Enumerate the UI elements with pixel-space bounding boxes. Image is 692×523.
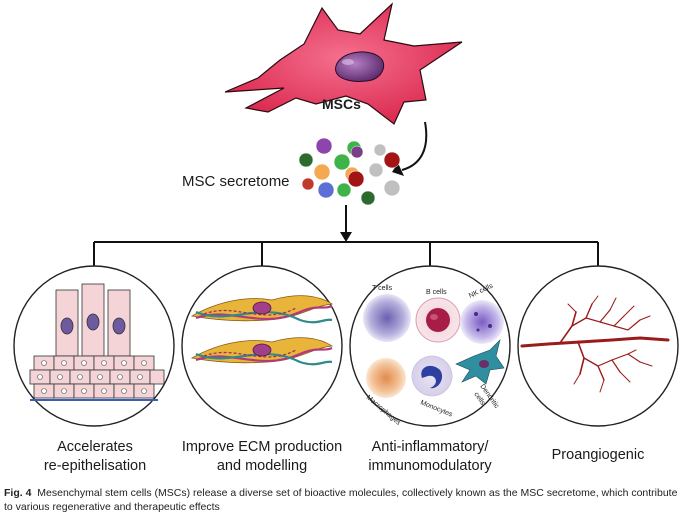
fibroblast-upper [190,295,334,324]
effect-label-line: and modelling [216,458,308,474]
panel-epithelisation [13,265,175,427]
msc-to-secretome-arrow [392,121,428,176]
panel-ecm [181,265,343,427]
effect-label-line: Improve ECM production [181,439,343,455]
figure-caption: Fig. 4 Mesenchymal stem cells (MSCs) rel… [4,486,688,514]
effect-label-immune: Anti-inflammatory/ immunomodulatory [335,438,525,476]
secretome-label: MSC secretome [182,173,290,190]
down-arrow-head [340,232,352,242]
effect-label-line: re-epithelisation [43,458,147,474]
svg-text:B cells: B cells [426,289,447,296]
effect-label-ecm: Improve ECM production and modelling [167,438,357,476]
figure-number: Fig. 4 [4,487,32,499]
effect-label-line: immunomodulatory [368,458,492,474]
panel-immune: T cells B cells NK cells Macrophages Mon… [349,265,511,427]
blood-vessel [520,295,670,393]
effect-label-angiogenesis: Proangiogenic [503,446,692,465]
t-cell: T cells [363,285,411,342]
effect-label-line: Anti-inflammatory/ [371,439,489,455]
msc-label: MSCs [322,96,361,112]
b-cell: B cells [415,289,461,343]
secretome-dots [298,137,401,206]
fibroblast-lower [190,337,334,366]
effect-label-line: Accelerates [57,439,133,455]
caption-text: Mesenchymal stem cells (MSCs) release a … [4,487,678,513]
svg-text:T cells: T cells [372,285,393,292]
panel-angiogenesis [517,265,679,427]
msc-cell [224,2,463,125]
effect-label-line: Proangiogenic [551,447,645,463]
effect-label-epithelisation: Accelerates re-epithelisation [0,438,190,476]
